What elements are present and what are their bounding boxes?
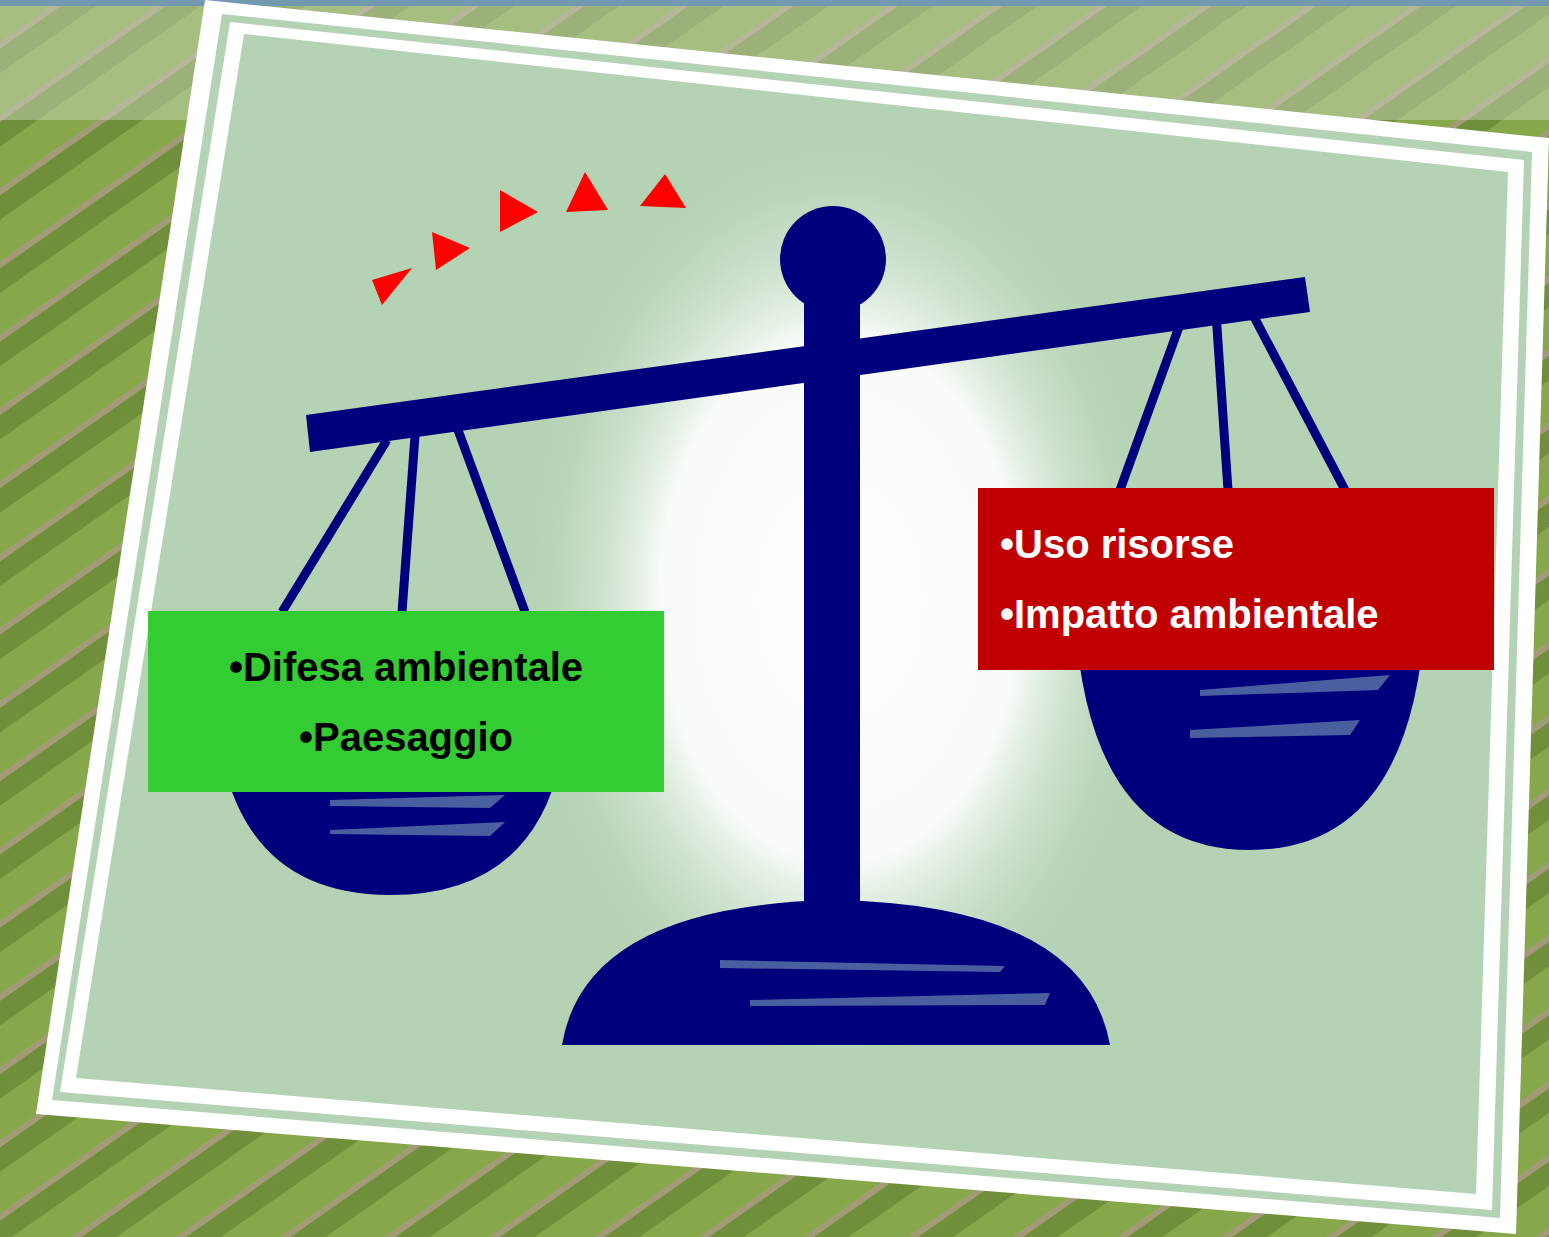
cost-box: •Uso risorse •Impatto ambientale (978, 488, 1494, 670)
frame-outer (36, 0, 1549, 1234)
benefit-box: •Difesa ambientale •Paesaggio (148, 611, 664, 792)
frame-panel (76, 34, 1508, 1194)
bullet-text: •Impatto ambientale (1000, 590, 1379, 638)
frame-line (60, 22, 1524, 1210)
bullet-text: •Uso risorse (1000, 520, 1234, 568)
bullet-text: •Difesa ambientale (229, 643, 583, 691)
red-arrows (372, 172, 686, 305)
bullet-text: •Paesaggio (299, 713, 513, 761)
frame-line (52, 14, 1532, 1218)
